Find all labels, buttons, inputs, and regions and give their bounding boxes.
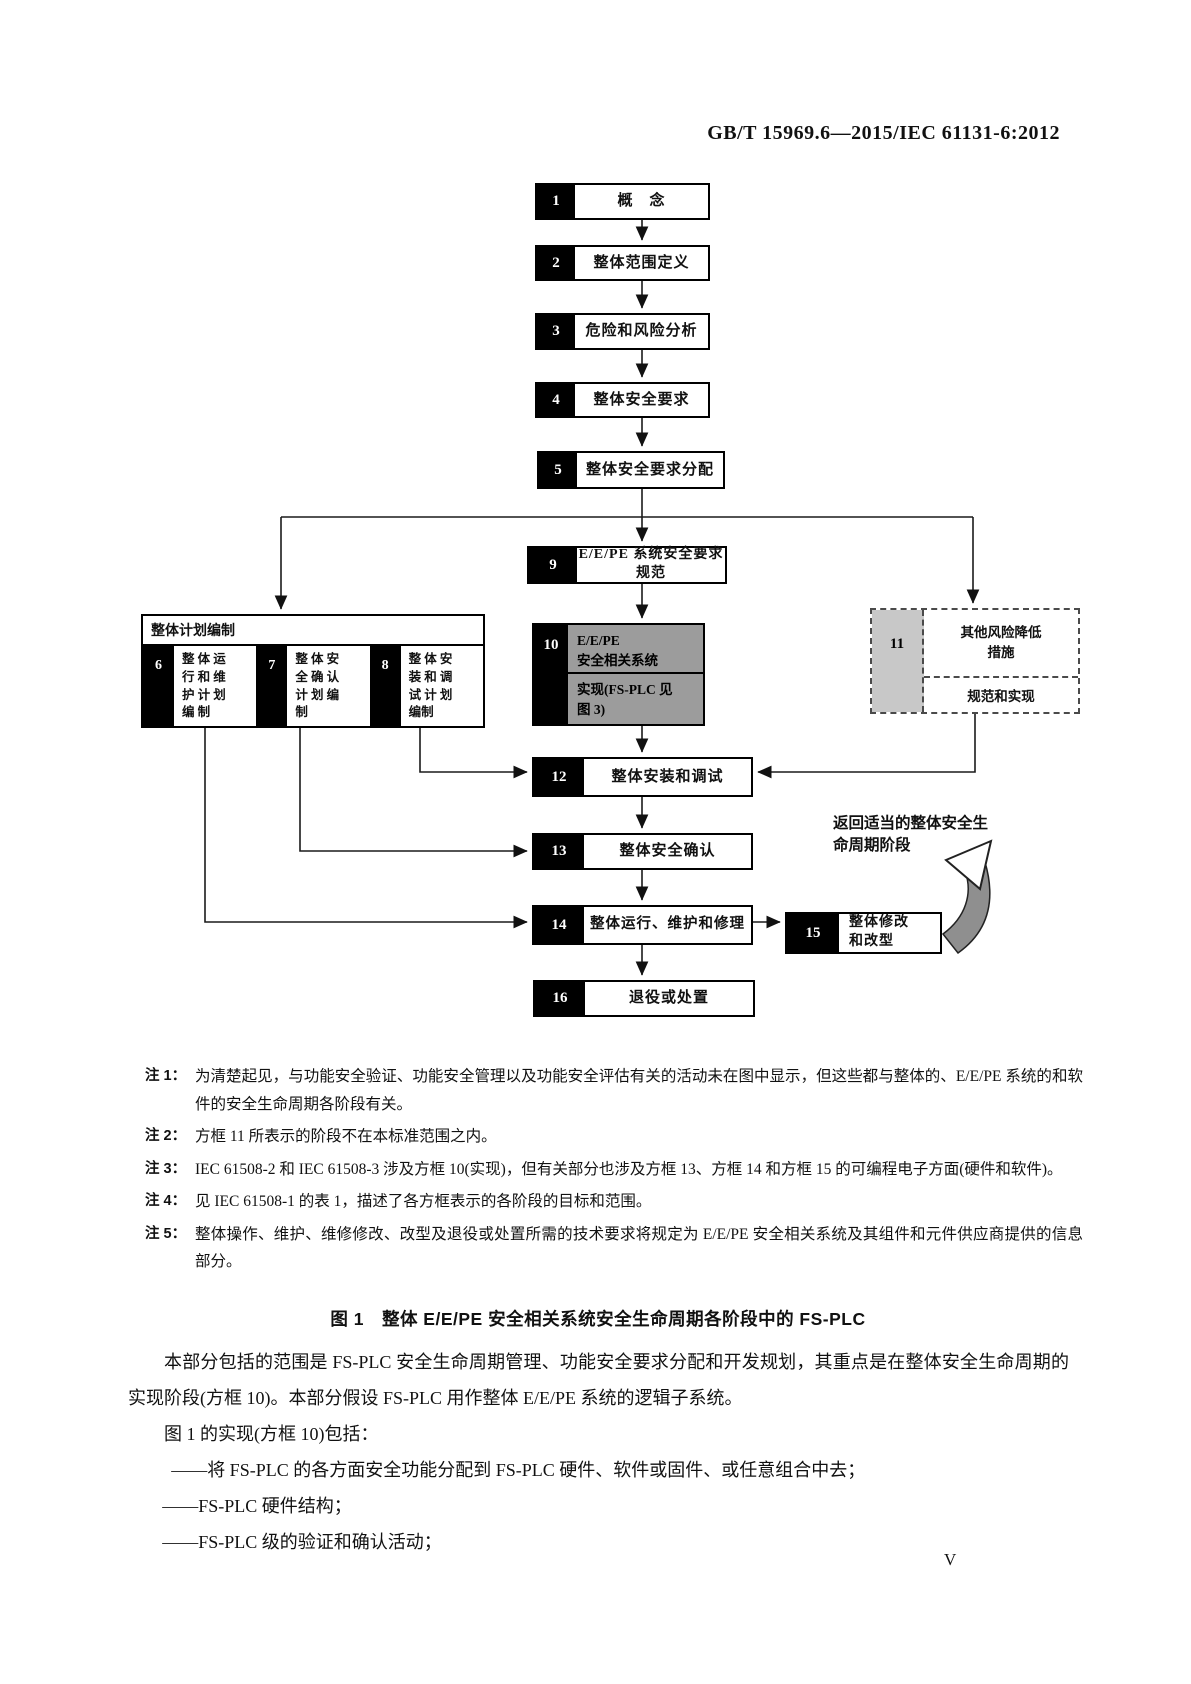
notes-section: 注 1： 为清楚起见，与功能安全验证、功能安全管理以及功能安全评估有关的活动未在… (145, 1063, 1083, 1281)
figure-caption: 图 1 整体 E/E/PE 安全相关系统安全生命周期各阶段中的 FS-PLC (330, 1309, 866, 1329)
box-label: 整体安装和调试 (611, 768, 724, 785)
bullet-allocation: ——将 FS-PLC 的各方面安全功能分配到 FS-PLC 硬件、软件或固件、或… (171, 1460, 866, 1480)
box-13-safety-validation: 13 整体安全确认 (532, 833, 753, 870)
box-9-eepe-safety-requirements-spec: 9 E/E/PE 系统安全要求规范 (527, 546, 727, 584)
return-arrow-icon (941, 839, 993, 955)
overall-planning-box: 整体计划编制 6 整 体 运 行 和 维 护 计 划 编 制 7 整 体 安 全… (141, 614, 485, 728)
box-number: 12 (534, 759, 584, 795)
box-8-installation-commissioning-planning: 整 体 安 装 和 调 试 计 划 编制 (408, 652, 453, 720)
box-12-installation-commissioning: 12 整体安装和调试 (532, 757, 753, 797)
box-label-spec-realisation: 规范和实现 (924, 676, 1078, 712)
note-label: 注 5： (145, 1225, 187, 1242)
box-15-modification-retrofit: 15 整体修改 和改型 (785, 912, 942, 954)
note-2: 注 2： 方框 11 所表示的阶段不在本标准范围之内。 (145, 1123, 1083, 1151)
box-label-eepe-system: E/E/PE 安全相关系统 (568, 625, 703, 674)
standard-number-header: GB/T 15969.6—2015/IEC 61131-6:2012 (707, 122, 1060, 144)
box-number-7: 7 (256, 646, 288, 726)
box-number: 4 (537, 384, 575, 416)
box-label-realisation: 实现(FS-PLC 见 图 3) (568, 674, 703, 724)
body-text: 本部分包括的范围是 FS-PLC 安全生命周期管理、功能安全要求分配和开发规划，… (128, 1344, 1069, 1560)
return-lifecycle-note: 返回适当的整体安全生 命周期阶段 (833, 815, 989, 855)
box-label: 退役或处置 (628, 990, 709, 1007)
note-label: 注 2： (145, 1128, 187, 1145)
box-number: 10 (534, 625, 568, 724)
page-number: V (944, 1550, 957, 1569)
bullet-hardware-architecture: ——FS-PLC 硬件结构； (162, 1496, 352, 1516)
note-label: 注 4： (145, 1193, 187, 1210)
note-text: 整体操作、维护、维修修改、改型及退役或处置所需的技术要求将规定为 E/E/PE … (195, 1225, 1083, 1271)
box-number: 5 (539, 453, 577, 487)
box-label: 概 念 (617, 193, 666, 210)
note-label: 注 1： (145, 1068, 187, 1084)
note-4: 注 4： 见 IEC 61508-1 的表 1，描述了各方框表示的各阶段的目标和… (145, 1188, 1083, 1216)
box-number: 13 (534, 835, 584, 868)
box-label: 整体安全确认 (619, 843, 716, 860)
box-number: 14 (534, 907, 584, 943)
box-16-decommissioning-disposal: 16 退役或处置 (533, 980, 755, 1017)
box-number: 2 (537, 247, 575, 279)
box-2-overall-scope-definition: 2 整体范围定义 (535, 245, 710, 281)
note-label: 注 3： (145, 1160, 187, 1177)
box-label: 整体运行、维护和修理 (590, 916, 745, 933)
box-3-hazard-risk-analysis: 3 危险和风险分析 (535, 313, 710, 350)
box-4-overall-safety-requirements: 4 整体安全要求 (535, 382, 710, 418)
paragraph-scope: 本部分包括的范围是 FS-PLC 安全生命周期管理、功能安全要求分配和开发规划，… (128, 1352, 1069, 1408)
note-1: 注 1： 为清楚起见，与功能安全验证、功能安全管理以及功能安全评估有关的活动未在… (145, 1063, 1083, 1118)
note-text: 见 IEC 61508-1 的表 1，描述了各方框表示的各阶段的目标和范围。 (195, 1193, 652, 1211)
note-text: 方框 11 所表示的阶段不在本标准范围之内。 (195, 1128, 497, 1146)
box-number: 1 (537, 185, 575, 218)
box-7-safety-validation-planning: 整 体 安 全 确 认 计 划 编 制 (295, 652, 340, 720)
box-number-6: 6 (143, 646, 174, 726)
box-number: 15 (787, 914, 839, 952)
flow-connectors (204, 220, 993, 976)
box-number-8: 8 (369, 646, 401, 726)
box-label: 整体修改 和改型 (849, 915, 909, 949)
box-label: 危险和风险分析 (585, 323, 698, 340)
planning-title: 整体计划编制 (151, 624, 235, 639)
box-10-eepe-realisation: 10 E/E/PE 安全相关系统 实现(FS-PLC 见 图 3) (532, 623, 705, 726)
box-number: 9 (529, 548, 577, 582)
box-number: 3 (537, 315, 575, 348)
box-14-operation-maintenance-repair: 14 整体运行、维护和修理 (532, 905, 753, 945)
bullet-verification-validation: ——FS-PLC 级的验证和确认活动； (162, 1532, 442, 1552)
box-label: E/E/PE 系统安全要求规范 (578, 547, 724, 581)
box-1-concept: 1 概 念 (535, 183, 710, 220)
paragraph-figure1-includes: 图 1 的实现(方框 10)包括： (164, 1424, 379, 1444)
note-text: IEC 61508-2 和 IEC 61508-3 涉及方框 10(实现)，但有… (195, 1160, 1063, 1178)
box-label: 整体安全要求 (593, 391, 690, 408)
box-5-safety-requirements-allocation: 5 整体安全要求分配 (537, 451, 725, 489)
box-label: 整体安全要求分配 (585, 461, 714, 478)
box-number: 16 (535, 982, 585, 1015)
note-text: 为清楚起见，与功能安全验证、功能安全管理以及功能安全评估有关的活动未在图中显示，… (195, 1068, 1083, 1113)
box-number: 11 (872, 610, 924, 712)
note-5: 注 5： 整体操作、维护、维修修改、改型及退役或处置所需的技术要求将规定为 E/… (145, 1221, 1083, 1276)
box-6-operation-maintenance-planning: 整 体 运 行 和 维 护 计 划 编 制 (182, 652, 226, 720)
box-label: 整体范围定义 (593, 254, 690, 271)
box-label-other-measures: 其他风险降低 措施 (960, 624, 1042, 660)
note-3: 注 3： IEC 61508-2 和 IEC 61508-3 涉及方框 10(实… (145, 1156, 1083, 1184)
box-11-other-risk-reduction: 11 其他风险降低 措施 规范和实现 (870, 608, 1080, 714)
lifecycle-flowchart: 1 概 念 2 整体范围定义 3 危险和风险分析 4 整体安全要求 5 整体安全… (141, 183, 1080, 1017)
